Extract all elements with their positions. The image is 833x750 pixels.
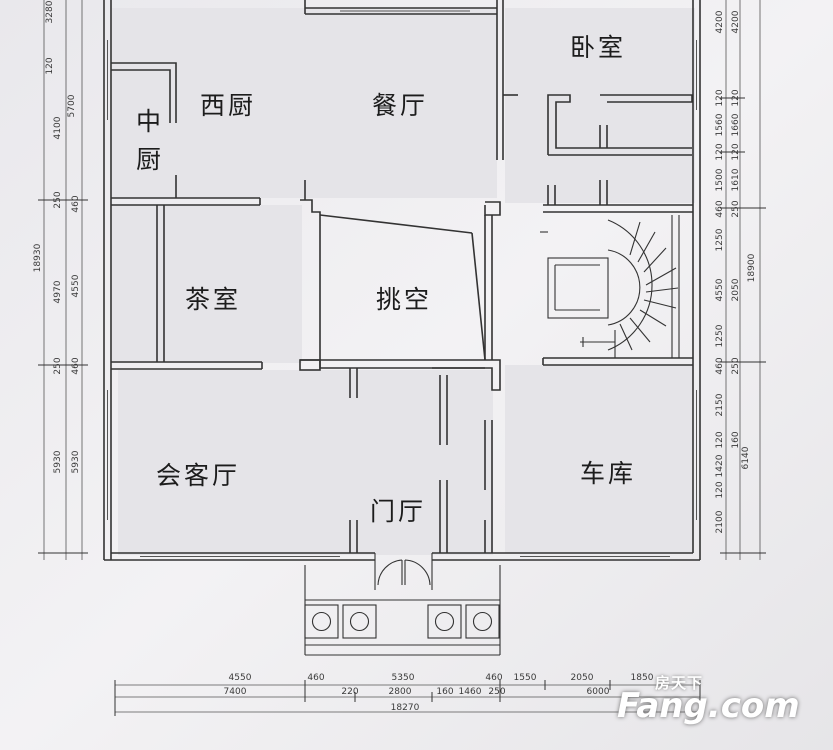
dim-bottom-row2: 220 xyxy=(341,687,359,697)
dim-right-mid: 120 xyxy=(731,89,741,107)
dim-right-mid: 1610 xyxy=(731,168,741,192)
dim-bottom-total: 18270 xyxy=(390,703,420,713)
dim-bottom-row1: 460 xyxy=(307,673,325,683)
dim-right-inner: 1500 xyxy=(715,168,725,192)
dim-left-outer: 4970 xyxy=(53,280,63,304)
dim-right-inner: 120 xyxy=(715,431,725,449)
exterior-walls xyxy=(103,0,701,561)
dim-bottom-row2: 2800 xyxy=(388,687,412,697)
dim-left-outer: 4100 xyxy=(53,116,63,140)
dim-bottom-row2: 250 xyxy=(488,687,506,697)
dim-right-inner: 460 xyxy=(715,357,725,375)
dim-right-inner: 460 xyxy=(715,200,725,218)
room-label-void: 挑空 xyxy=(376,285,433,314)
dim-left-outer: 250 xyxy=(53,357,63,375)
dimension-lines xyxy=(38,0,766,716)
dim-bottom-row1: 1550 xyxy=(513,673,537,683)
dim-bottom-row2: 7400 xyxy=(223,687,247,697)
watermark-cn-text: 房天下 xyxy=(655,674,704,692)
dim-right-mid: 250 xyxy=(731,200,741,218)
dim-right-inner: 2100 xyxy=(715,510,725,534)
fang-watermark: 房天下 Fang.com xyxy=(617,672,817,734)
dim-bottom-row1: 1850 xyxy=(630,673,654,683)
dim-left-outer: 3280 xyxy=(45,0,55,24)
room-label-chinese-kitchen-2: 厨 xyxy=(136,145,165,174)
dim-right-inner: 2150 xyxy=(715,393,725,417)
dim-left-inner: 460 xyxy=(71,195,81,213)
interior-walls xyxy=(111,14,693,553)
dim-right-inner: 1250 xyxy=(715,324,725,348)
dim-right-outer: 18900 xyxy=(747,253,757,283)
room-label-western-kitchen: 西厨 xyxy=(200,91,257,120)
dim-bottom-row1: 2050 xyxy=(570,673,594,683)
dim-left-inner: 4550 xyxy=(71,274,81,298)
dim-bottom-row2: 1460 xyxy=(458,687,482,697)
dim-right-mid: 160 xyxy=(731,431,741,449)
dim-left-inner: 460 xyxy=(71,357,81,375)
dim-right-inner: 120 xyxy=(715,143,725,161)
dim-right-inner: 1560 xyxy=(715,113,725,137)
dim-right-mid: 250 xyxy=(731,357,741,375)
dim-right-mid: 4200 xyxy=(731,10,741,34)
dim-right-inner: 4200 xyxy=(715,10,725,34)
floor-fills xyxy=(112,8,695,555)
dim-left-outer: 18930 xyxy=(33,243,43,273)
dim-left-outer: 5930 xyxy=(53,450,63,474)
room-label-chinese-kitchen-1: 中 xyxy=(136,107,165,136)
room-label-bedroom: 卧室 xyxy=(570,33,627,62)
dim-right-mid: 6140 xyxy=(741,446,751,470)
dim-left-outer: 5700 xyxy=(67,94,77,118)
room-label-tea-room: 茶室 xyxy=(185,285,242,314)
dim-right-mid: 120 xyxy=(731,143,741,161)
room-label-dining: 餐厅 xyxy=(372,91,429,120)
dim-bottom-row1: 5350 xyxy=(391,673,415,683)
dim-bottom-row1: 460 xyxy=(485,673,503,683)
dim-right-mid: 1660 xyxy=(731,113,741,137)
room-label-foyer: 门厅 xyxy=(370,497,427,526)
dim-bottom-row2: 160 xyxy=(436,687,454,697)
watermark-en-text: Fang.com xyxy=(617,686,800,726)
room-label-living: 会客厅 xyxy=(156,461,241,490)
dim-right-inner: 120 xyxy=(715,89,725,107)
dim-left-inner: 5930 xyxy=(71,450,81,474)
entrance-porch xyxy=(304,553,501,656)
dim-bottom-row2: 6000 xyxy=(586,687,610,697)
dim-right-mid: 2050 xyxy=(731,278,741,302)
room-label-garage: 车库 xyxy=(580,459,637,488)
dim-left-outer: 120 xyxy=(45,57,55,75)
dim-left-outer: 250 xyxy=(53,191,63,209)
dim-right-inner: 1420 xyxy=(715,454,725,478)
dim-right-inner: 120 xyxy=(715,481,725,499)
dim-right-inner: 1250 xyxy=(715,228,725,252)
spiral-stair xyxy=(540,215,680,358)
dim-right-inner: 4550 xyxy=(715,278,725,302)
dim-bottom-row1: 4550 xyxy=(228,673,252,683)
windows xyxy=(107,10,697,557)
